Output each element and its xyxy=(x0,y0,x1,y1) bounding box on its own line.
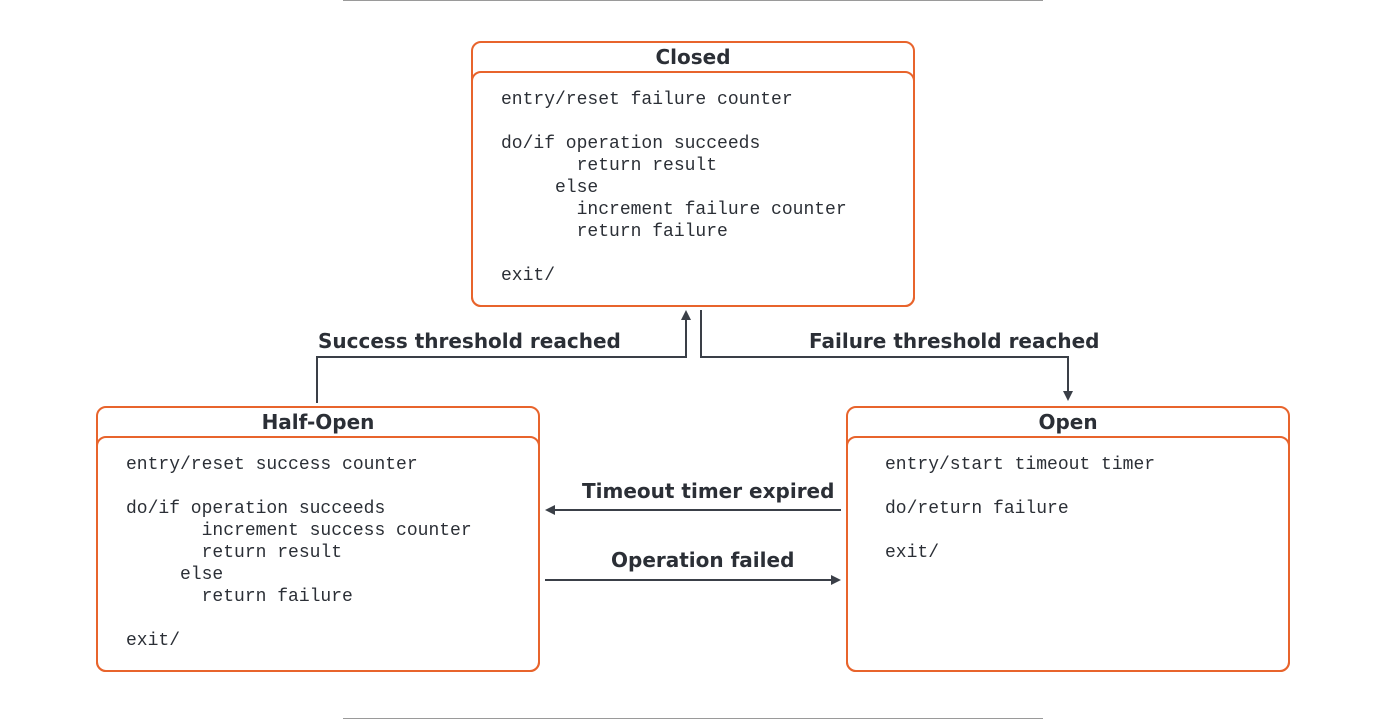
label-failure-threshold: Failure threshold reached xyxy=(809,329,1100,353)
arrow-closed-to-open xyxy=(700,310,1073,401)
state-closed: Closed entry/reset failure counter do/if… xyxy=(471,41,915,307)
state-closed-actions: entry/reset failure counter do/if operat… xyxy=(501,90,847,286)
state-half-open: Half-Open entry/reset success counter do… xyxy=(96,406,540,672)
top-divider xyxy=(343,0,1043,1)
label-operation-failed: Operation failed xyxy=(611,548,795,572)
label-success-threshold: Success threshold reached xyxy=(318,329,621,353)
state-open-actions: entry/start timeout timer do/return fail… xyxy=(885,455,1156,563)
state-half-open-body: entry/reset success counter do/if operat… xyxy=(96,436,540,672)
state-open-title: Open xyxy=(1038,410,1098,434)
bottom-divider xyxy=(343,718,1043,719)
state-open-body: entry/start timeout timer do/return fail… xyxy=(846,436,1290,672)
state-half-open-actions: entry/reset success counter do/if operat… xyxy=(126,455,472,651)
state-closed-title: Closed xyxy=(655,45,731,69)
state-closed-body: entry/reset failure counter do/if operat… xyxy=(471,71,915,307)
state-open: Open entry/start timeout timer do/return… xyxy=(846,406,1290,672)
arrow-half-open-to-closed xyxy=(316,310,691,403)
state-half-open-title: Half-Open xyxy=(261,410,375,434)
label-timeout-expired: Timeout timer expired xyxy=(582,479,835,503)
